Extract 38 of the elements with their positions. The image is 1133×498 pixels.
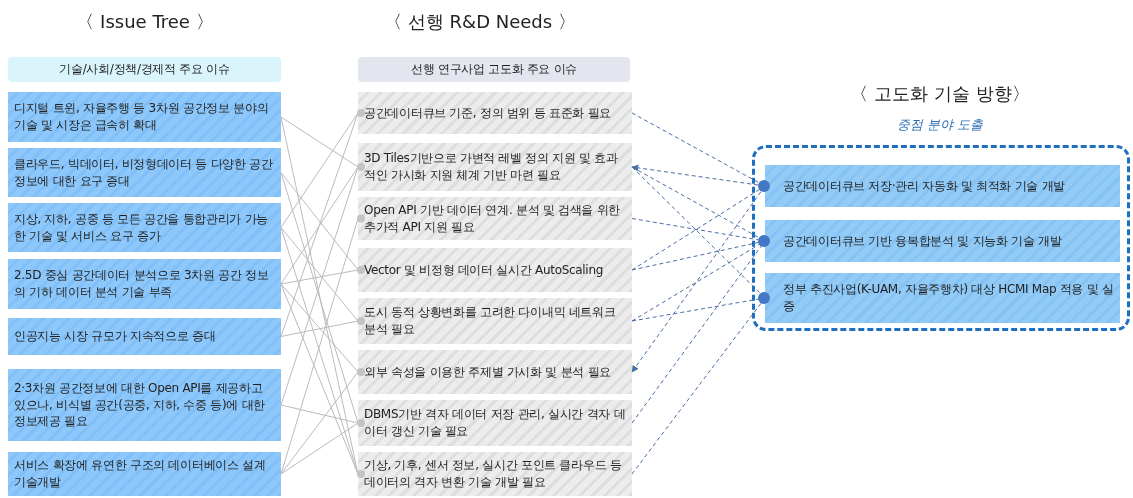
connector-line — [280, 166, 359, 285]
needs-box: 외부 속성을 이용한 주제별 가시화 및 분석 필요 — [358, 350, 632, 394]
connector-line — [280, 404, 359, 424]
connector-line — [280, 283, 359, 373]
column-title: 〈 Issue Tree 〉 — [76, 10, 214, 34]
needs-box: Open API 기반 데이터 연계. 분석 및 검색을 위한 추가적 API 지원 필요 — [358, 197, 632, 240]
needs-box: 도시 동적 상황변화를 고려한 다이내믹 네트워크 분석 필요 — [358, 298, 632, 344]
needs-box: DBMS기반 격자 데이터 저장 관리, 실시간 격자 데이터 갱신 기술 필요 — [358, 400, 632, 446]
needs-box: 3D Tiles기반으로 가변적 레벨 정의 지원 및 효과적인 가시화 지원 체계 기반 마련 필요 — [358, 143, 632, 191]
connector-line — [280, 112, 359, 228]
connector-line — [280, 283, 359, 475]
issue-box: 디지털 트윈, 자율주행 등 3차원 공간정보 분야의 기술 및 시장은 급속히 확대 — [8, 92, 281, 142]
column-title: 〈 고도화 기술 방향〉 — [850, 82, 1030, 106]
issue-box: 클라우드, 빅데이터, 비정형데이터 등 다양한 공간정보에 대한 요구 증대 — [8, 148, 281, 197]
connector-line — [280, 227, 359, 322]
issue-box: 2·3차원 공간정보에 대한 Open API를 제공하고 있으나, 비식별 공간(공중, 지하, 수중 등)에 대한 정보제공 필요 — [8, 369, 281, 441]
dashed-group-frame — [752, 145, 1130, 331]
connector-line — [280, 371, 359, 475]
column-header: 선행 연구사업 고도화 주요 이슈 — [358, 57, 630, 82]
connector-line — [280, 112, 359, 337]
connector-line — [280, 269, 359, 285]
connector-line — [280, 172, 359, 271]
direction-box: 정부 추진사업(K-UAM, 자율주행차) 대상 HCMI Map 적용 및 실증 — [765, 273, 1120, 323]
direction-box: 공간데이터큐브 저장·관리 자동화 및 최적화 기술 개발 — [765, 165, 1120, 207]
needs-box: Vector 및 비정형 데이터 실시간 AutoScaling — [358, 248, 632, 292]
issue-box: 서비스 확장에 유연한 구조의 데이터베이스 설계 기술개발 — [8, 452, 281, 496]
issue-box: 인공지능 시장 규모가 지속적으로 증대 — [8, 318, 281, 355]
column-title: 〈 선행 R&D Needs 〉 — [384, 10, 576, 34]
needs-box: 공간데이터큐브 기준, 정의 범위 등 표준화 필요 — [358, 92, 632, 134]
subtitle: 중점 분야 도출 — [896, 116, 984, 134]
connector-line — [280, 116, 359, 168]
column-header: 기술/사회/정책/경제적 주요 이슈 — [8, 57, 281, 82]
direction-box: 공간데이터큐브 기반 융복합분석 및 지능화 기술 개발 — [765, 220, 1120, 262]
connector-line — [280, 320, 359, 337]
issue-box: 2.5D 중심 공간데이터 분석으로 3차원 공간 정보의 기하 데이터 분석 기술 부족 — [8, 259, 281, 309]
issue-box: 지상, 지하, 공중 등 모든 공간을 통합관리가 가능한 기술 및 서비스 요구 증가 — [8, 203, 281, 252]
connector-line — [280, 422, 359, 475]
needs-box: 기상, 기후, 센서 정보, 실시간 포인트 클라우드 등 데이터의 격자 변환 기술 개발 필요 — [358, 452, 632, 496]
